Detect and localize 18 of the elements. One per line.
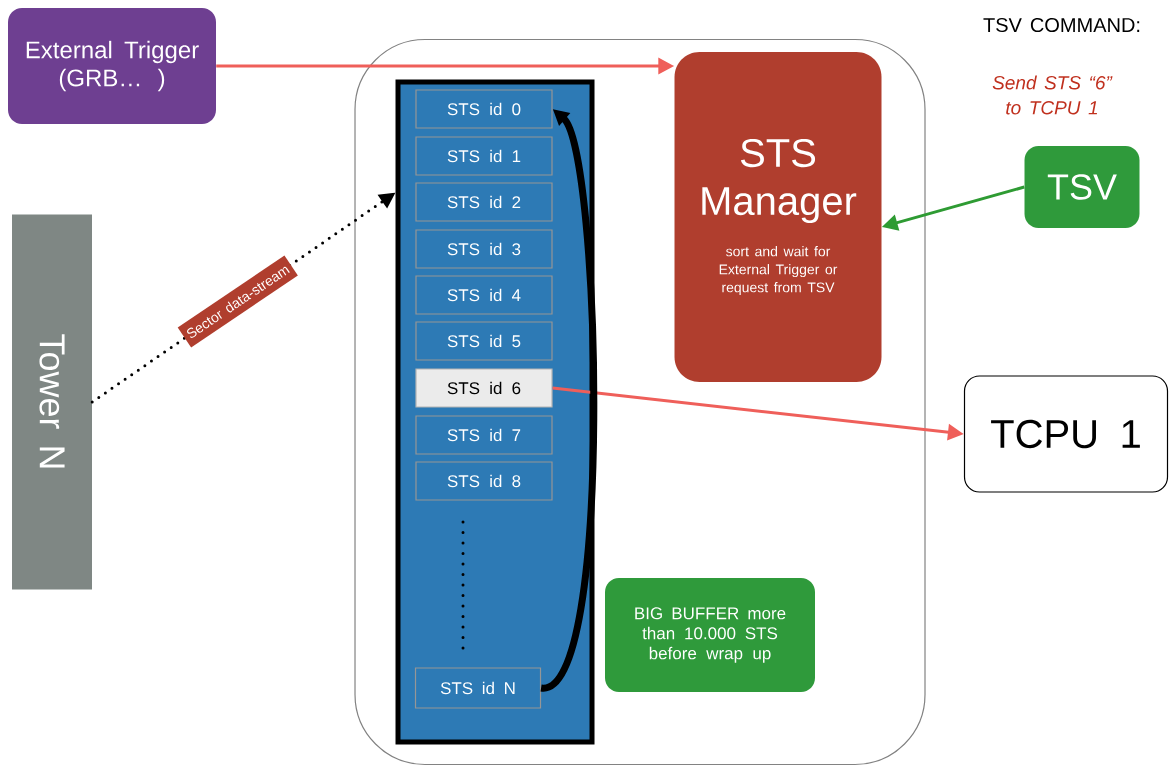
buffer-slot: STS id 0 bbox=[415, 89, 553, 129]
heading: TSV COMMAND: bbox=[983, 17, 1140, 33]
buffer-slot: STS id 2 bbox=[415, 182, 553, 222]
tower-box: Tower N bbox=[12, 214, 92, 590]
buffer-slot: STS id 4 bbox=[415, 275, 553, 315]
manager-box: STS Manager sort and wait for External Trigger or request from TSV bbox=[674, 52, 882, 382]
trigger-box: External Trigger (GRB… ) bbox=[8, 8, 216, 124]
buffer-note-box: BIG BUFFER more than 10.000 STS before wrap up bbox=[605, 578, 815, 692]
tsv-box: TSV bbox=[1024, 146, 1140, 228]
tcpu-box: TCPU 1 bbox=[963, 375, 1169, 493]
selected-slot: STS id 6 bbox=[415, 368, 553, 408]
buffer-slot: STS id 7 bbox=[415, 415, 553, 455]
buffer-slot: STS id 5 bbox=[415, 321, 553, 361]
buffer-slot: STS id 8 bbox=[415, 461, 553, 501]
buffer-slot: STS id N bbox=[414, 667, 542, 709]
buffer-slot: STS id 3 bbox=[415, 229, 553, 269]
buffer-slot: STS id 1 bbox=[415, 136, 553, 176]
command-note: Send STS “6” to TCPU 1 bbox=[992, 75, 1113, 115]
